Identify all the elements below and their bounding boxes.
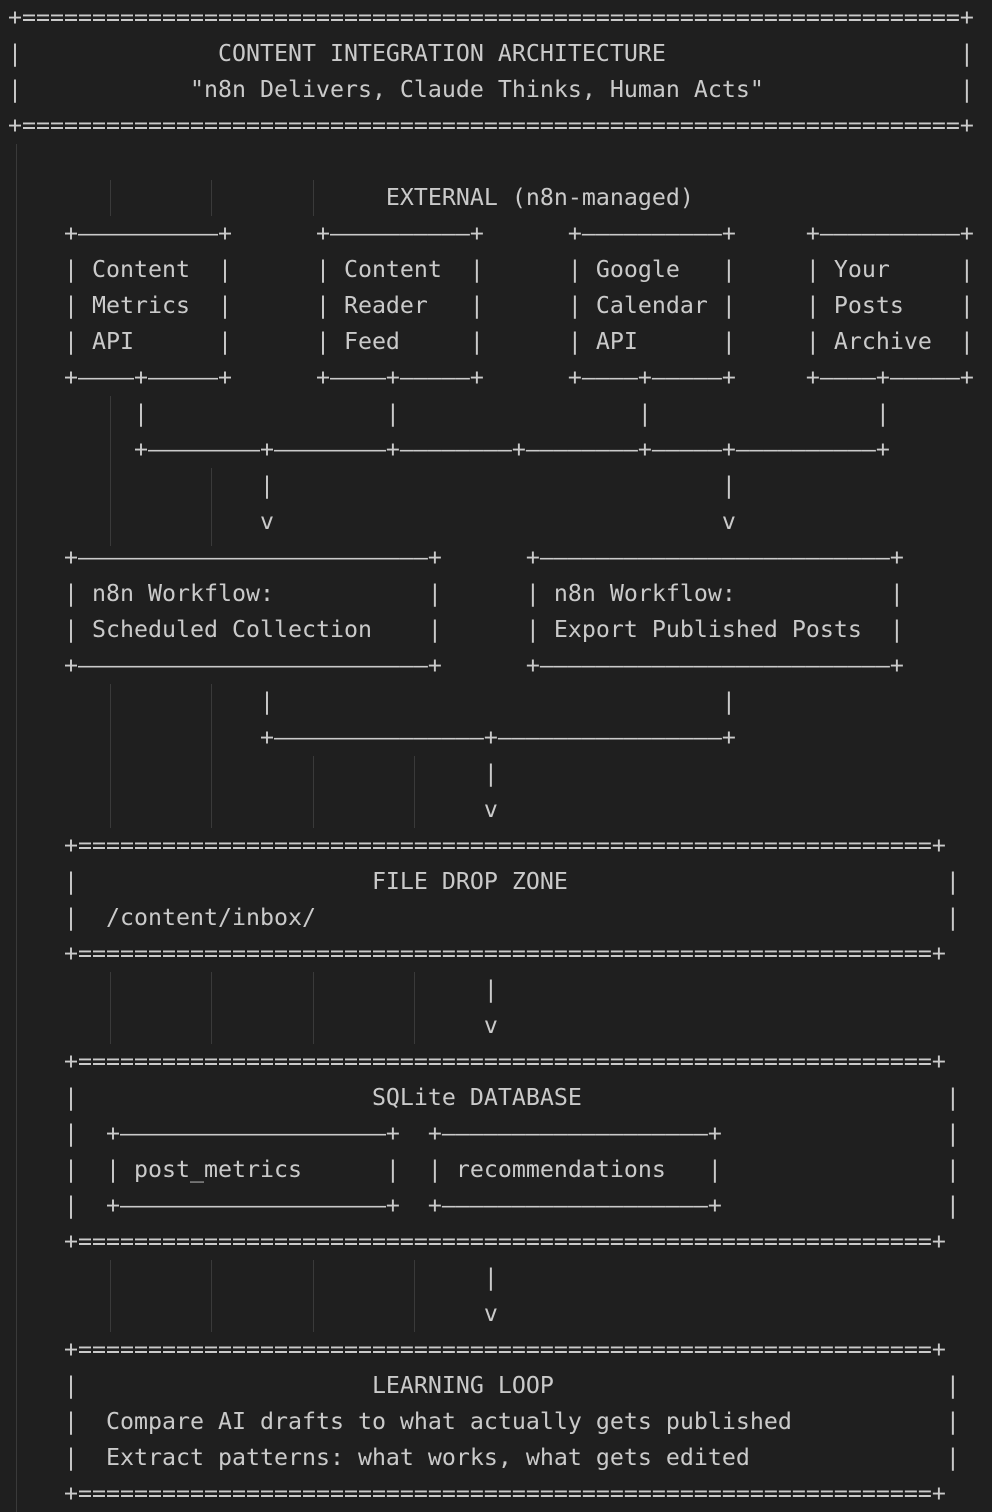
- indent-guide: [211, 180, 212, 216]
- indent-guide: [211, 1260, 212, 1332]
- indent-guide: [211, 468, 212, 546]
- indent-guide: [414, 756, 415, 828]
- ascii-architecture-diagram: +=======================================…: [8, 4, 974, 1507]
- indent-guide: [313, 1260, 314, 1332]
- indent-guide: [211, 684, 212, 828]
- indent-guide: [110, 180, 111, 216]
- indent-guide: [313, 972, 314, 1044]
- indent-guide: [313, 756, 314, 828]
- indent-guide: [211, 972, 212, 1044]
- indent-guide: [414, 972, 415, 1044]
- indent-guide: [414, 1260, 415, 1332]
- indent-guide: [313, 180, 314, 216]
- indent-guide: [110, 1260, 111, 1332]
- indent-guide: [16, 144, 17, 1512]
- indent-guide: [110, 972, 111, 1044]
- indent-guide: [110, 684, 111, 828]
- indent-guide: [110, 396, 111, 546]
